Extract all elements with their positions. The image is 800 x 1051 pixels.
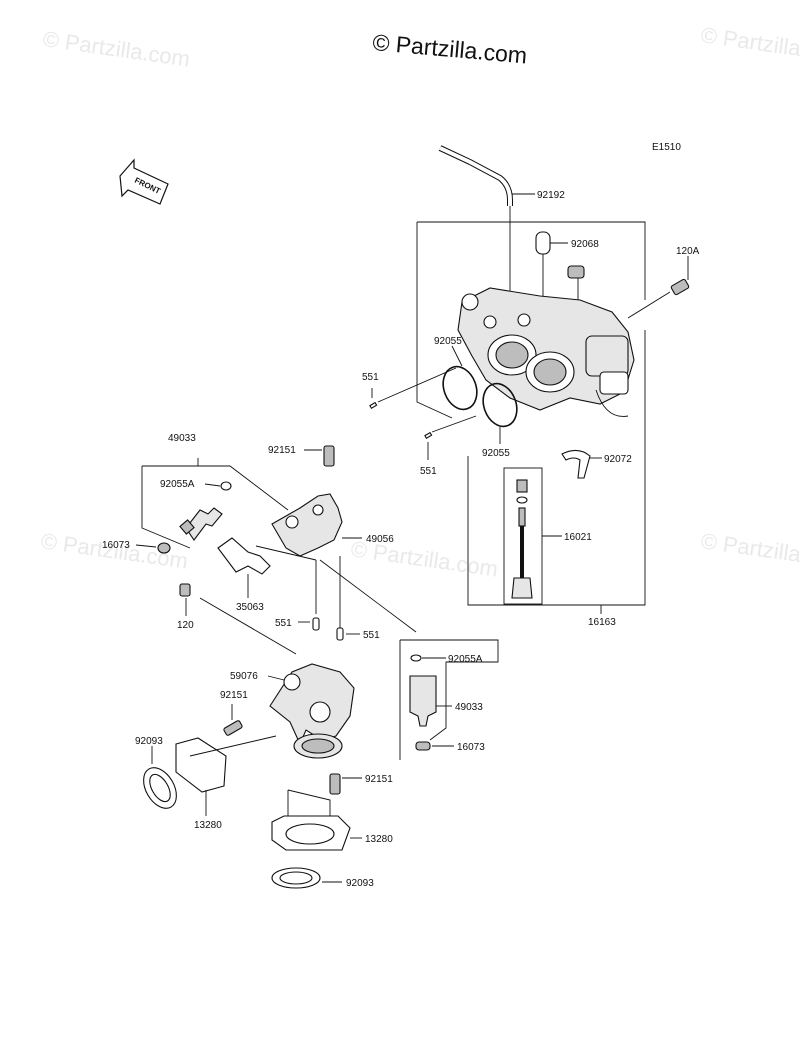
label-92093-bottom: 92093 (346, 878, 374, 889)
label-59076: 59076 (230, 671, 258, 682)
watermark-top-left: © Partzilla.com (41, 26, 191, 71)
label-16163: 16163 (588, 617, 616, 628)
dowel-pins-lower (298, 617, 360, 641)
label-551-mid: 551 (420, 466, 437, 477)
label-16021: 16021 (564, 532, 592, 543)
label-35063: 35063 (236, 602, 264, 613)
watermark-mid-right: © Partzilla.com (699, 528, 800, 573)
label-551-b: 551 (363, 630, 380, 641)
label-16073-bottom: 16073 (457, 742, 485, 753)
label-551-top: 551 (362, 372, 379, 383)
label-13280-right: 13280 (365, 834, 393, 845)
label-92055-top: 92055 (434, 336, 462, 347)
label-551-a: 551 (275, 618, 292, 629)
label-120A: 120A (676, 246, 700, 257)
copyright-text: © Partzilla.com (372, 29, 529, 68)
injector-assembly-lower (399, 639, 499, 760)
label-92068: 92068 (571, 239, 599, 250)
label-92055-mid: 92055 (482, 448, 510, 459)
label-92151-left: 92151 (220, 690, 248, 701)
label-92093-left: 92093 (135, 736, 163, 747)
label-92055A-top: 92055A (160, 479, 195, 490)
injector-assembly-upper (135, 445, 417, 655)
label-16073-left: 16073 (102, 540, 130, 551)
label-92151-bottom: 92151 (365, 774, 393, 785)
label-49056: 49056 (366, 534, 394, 545)
label-92055A-bottom: 92055A (448, 654, 483, 665)
label-49033-top: 49033 (168, 433, 196, 444)
label-92072: 92072 (604, 454, 632, 465)
diagram-code: E1510 (652, 142, 681, 153)
label-13280-left: 13280 (194, 820, 222, 831)
watermark-top-right: © Partzilla.com (699, 22, 800, 67)
label-92151-top: 92151 (268, 445, 296, 456)
label-120: 120 (177, 620, 194, 631)
label-49033-bottom: 49033 (455, 702, 483, 713)
intake-manifold-assembly (143, 663, 362, 889)
throttle-body-assembly (369, 145, 690, 614)
label-92192: 92192 (537, 190, 565, 201)
front-arrow-icon: FRONT (119, 158, 169, 205)
